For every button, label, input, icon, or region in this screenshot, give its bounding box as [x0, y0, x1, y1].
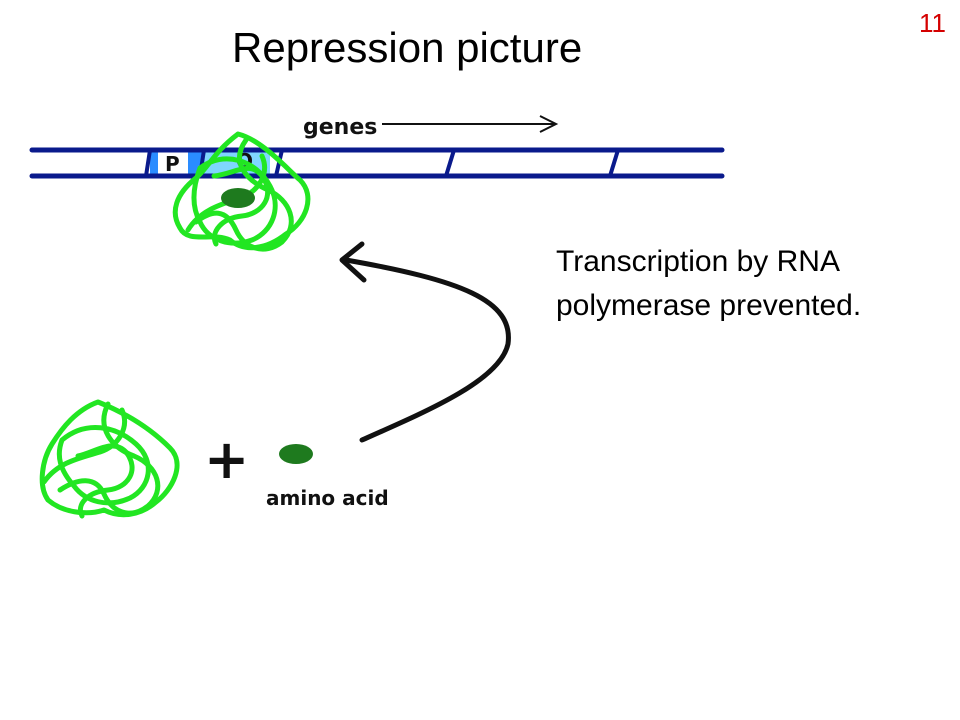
binding-arrow [339, 241, 511, 443]
genes-direction-arrow [382, 115, 559, 133]
bound-amino-acid [221, 188, 255, 208]
promoter-label: P [165, 152, 180, 176]
free-amino-acid [279, 444, 313, 464]
genes-label: genes [303, 115, 377, 140]
dna-double-helix [29, 147, 725, 179]
slide-number: 11 [919, 8, 946, 38]
caption-line-2: polymerase prevented. [556, 289, 862, 322]
caption-line-1: Transcription by RNA [556, 245, 840, 278]
slide-title: Repression picture [232, 24, 583, 71]
free-repressor-protein [39, 399, 180, 519]
plus-sign: + [204, 428, 249, 491]
promoter-label-box [158, 150, 188, 176]
amino-acid-label: amino acid [266, 486, 389, 510]
caption: Transcription by RNA polymerase prevente… [556, 240, 956, 328]
